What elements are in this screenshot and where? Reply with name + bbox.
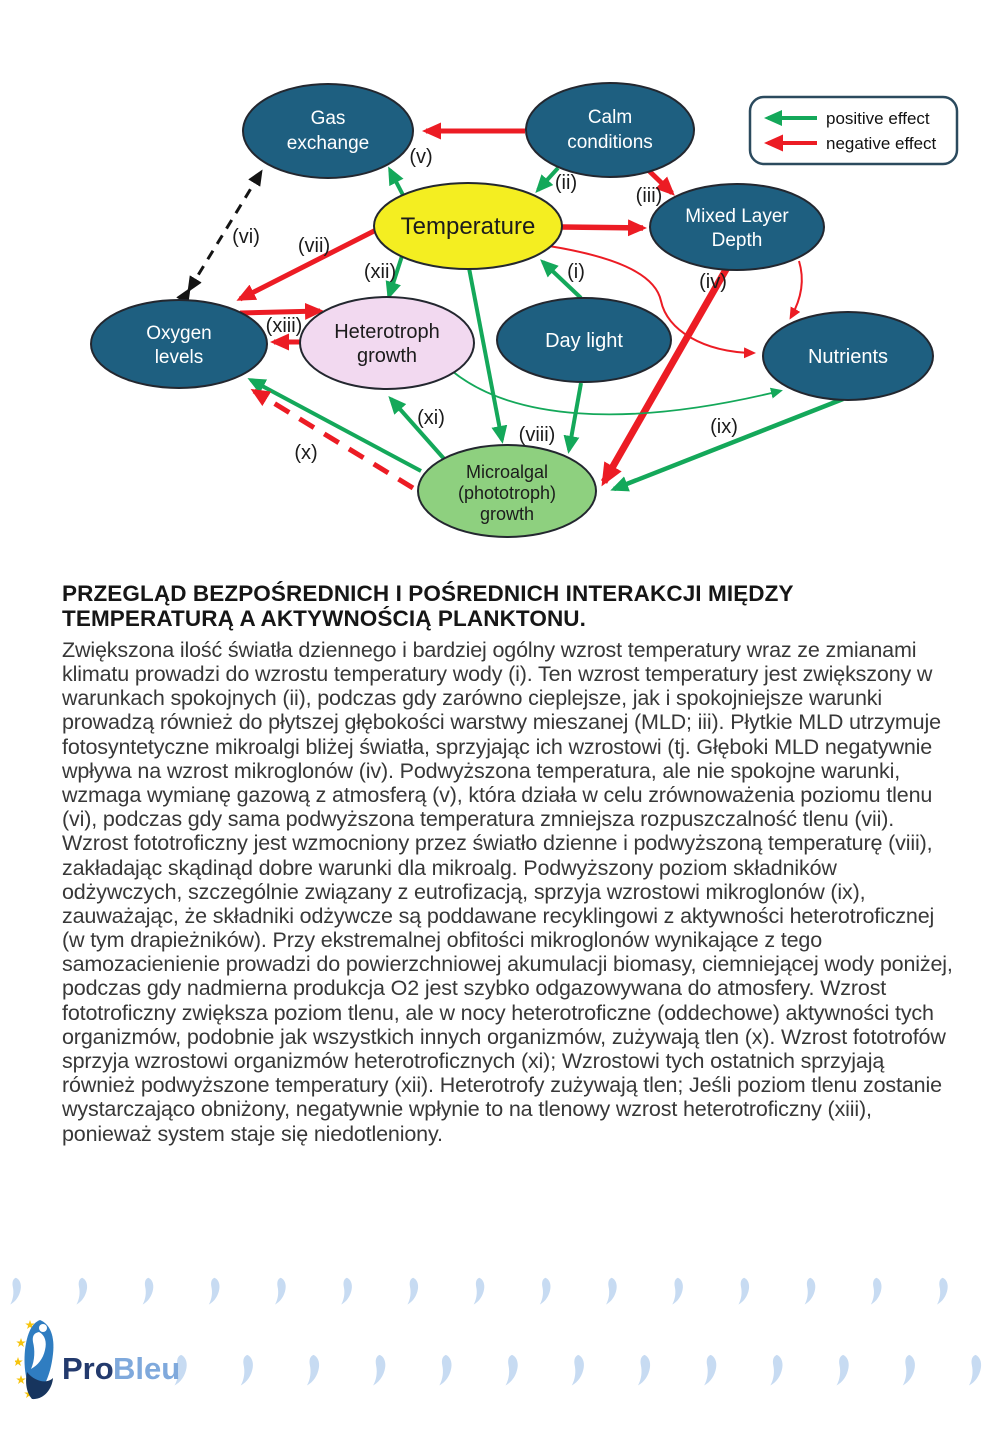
node-oxygen-label: Oxygen xyxy=(146,323,211,344)
node-nutrients: Nutrients xyxy=(762,311,934,401)
node-calm-label2: conditions xyxy=(567,132,653,153)
logo-text-bleu: Bleu xyxy=(113,1351,180,1386)
edge-label-viii: (viii) xyxy=(519,424,556,446)
edge-dashed-oxygen-gas-exchange xyxy=(176,169,263,305)
water-drop-icon xyxy=(738,1277,750,1305)
edge-labels: (i) (ii) (iii) (iv) (v) (vi) (vii) (viii… xyxy=(232,146,738,464)
water-drop-icon xyxy=(870,1277,882,1305)
node-mld-label: Mixed Layer xyxy=(685,206,789,227)
edge-label-iii: (iii) xyxy=(636,185,663,207)
edge-positive-nutrients-to-microalgal xyxy=(610,396,844,492)
water-drop-emblem-icon xyxy=(24,1320,54,1400)
node-oxygen-levels: Oxygen levels xyxy=(90,299,268,389)
edge-positive-daylight-to-temperature xyxy=(540,259,583,300)
edge-positive-microalgal-to-oxygen xyxy=(247,378,422,473)
water-drop-icon xyxy=(208,1277,220,1305)
edge-negative-dashed-microalgal-to-oxygen xyxy=(250,388,415,491)
water-drop-icon xyxy=(407,1277,419,1305)
water-drop-icon xyxy=(836,1354,849,1386)
edge-label-xiii: (xiii) xyxy=(266,315,303,337)
edge-positive-heterotroph-to-nutrients-recycle xyxy=(451,370,783,416)
water-drop-icon xyxy=(306,1354,320,1386)
node-microalgal-growth: Microalgal (phototroph) growth xyxy=(417,444,597,538)
water-drop-icon xyxy=(770,1354,783,1386)
edge-positive-daylight-to-microalgal xyxy=(563,382,583,454)
edge-positive-calm-to-temperature xyxy=(535,166,560,193)
water-drop-icon xyxy=(174,1354,187,1386)
node-nutrients-label: Nutrients xyxy=(808,346,888,368)
node-temperature: Temperature xyxy=(373,182,563,270)
edge-label-vi: (vi) xyxy=(232,226,260,248)
node-gas-exchange-label: Gas xyxy=(311,108,346,129)
water-drop-icon xyxy=(968,1354,982,1386)
water-drop-icon xyxy=(142,1277,154,1305)
water-drop-icon xyxy=(672,1277,683,1305)
edge-label-vii: (vii) xyxy=(298,235,330,257)
article: PRZEGLĄD BEZPOŚREDNICH I POŚREDNICH INTE… xyxy=(62,581,955,1146)
water-drop-icon xyxy=(373,1354,386,1386)
water-drop-pattern xyxy=(10,1277,982,1386)
water-drop-icon xyxy=(937,1277,948,1305)
water-drop-icon xyxy=(571,1354,584,1386)
edge-label-iv: (iv) xyxy=(699,271,727,293)
node-calm-label: Calm xyxy=(588,107,632,128)
edge-label-ii: (ii) xyxy=(555,172,577,194)
water-drop-icon xyxy=(902,1354,915,1386)
edge-positive-temperature-to-gas xyxy=(388,166,406,198)
node-heterotroph-growth: Heterotroph growth xyxy=(299,296,475,390)
article-heading: PRZEGLĄD BEZPOŚREDNICH I POŚREDNICH INTE… xyxy=(62,581,794,632)
node-temperature-label: Temperature xyxy=(401,213,536,240)
edge-positive-temperature-to-heterotroph xyxy=(385,255,404,300)
edge-negative-mld-to-microalgal xyxy=(600,264,732,487)
legend: positive effect negative effect xyxy=(748,95,959,166)
node-oxygen-label2: levels xyxy=(155,347,204,368)
node-day-light: Day light xyxy=(496,297,672,383)
node-gas-exchange: Gas exchange xyxy=(242,83,414,179)
node-microalgal-label2: (phototroph) xyxy=(458,483,556,503)
logo-text-pro: Pro xyxy=(62,1351,114,1386)
edge-positive-microalgal-to-heterotroph xyxy=(388,396,448,463)
node-daylight-label: Day light xyxy=(545,330,623,352)
node-heterotroph-label2: growth xyxy=(357,345,417,367)
water-drop-icon xyxy=(240,1354,253,1386)
edge-negative-thin-temperature-to-nutrients xyxy=(548,245,756,359)
water-drop-icon xyxy=(505,1354,518,1386)
node-mixed-layer-depth: Mixed Layer Depth xyxy=(649,183,825,271)
water-drop-icon xyxy=(439,1354,452,1386)
article-body: Zwiększona ilość światła dziennego i bar… xyxy=(62,637,953,1146)
edge-label-i: (i) xyxy=(567,261,585,283)
water-drop-icon xyxy=(473,1277,485,1305)
interaction-diagram: Gas exchange Calm conditions Temperature… xyxy=(90,82,959,538)
edge-label-xii: (xii) xyxy=(364,261,396,283)
node-mld-label2: Depth xyxy=(712,230,763,251)
water-drop-icon xyxy=(539,1277,551,1305)
edge-negative-thin-mld-to-nutrients xyxy=(789,260,803,320)
water-drop-icon xyxy=(804,1277,816,1305)
edge-label-ix: (ix) xyxy=(710,416,738,438)
water-drop-icon xyxy=(704,1354,717,1386)
water-drop-icon xyxy=(76,1277,88,1305)
node-gas-exchange-label2: exchange xyxy=(287,133,369,154)
water-drop-icon xyxy=(275,1277,286,1305)
node-microalgal-label: Microalgal xyxy=(466,462,548,482)
edge-label-xi: (xi) xyxy=(417,407,445,429)
edge-negative-oxygen-to-heterotroph xyxy=(239,302,324,320)
water-drop-icon xyxy=(606,1277,617,1305)
edge-negative-temperature-to-oxygen xyxy=(236,226,380,302)
node-heterotroph-label: Heterotroph xyxy=(334,321,440,343)
water-drop-icon xyxy=(10,1277,21,1305)
node-calm-conditions: Calm conditions xyxy=(525,82,695,178)
legend-negative-label: negative effect xyxy=(826,134,937,153)
water-drop-icon xyxy=(637,1354,651,1386)
diagram-edges xyxy=(176,122,844,492)
probleu-logo: Pro Bleu xyxy=(15,1320,180,1400)
edge-negative-temperature-to-mld xyxy=(561,219,647,237)
water-drop-icon xyxy=(341,1277,352,1305)
legend-positive-label: positive effect xyxy=(826,109,930,128)
node-microalgal-label3: growth xyxy=(480,504,534,524)
edge-label-v: (v) xyxy=(409,146,432,168)
edge-positive-temperature-to-microalgal xyxy=(467,267,508,444)
edge-label-x: (x) xyxy=(294,442,317,464)
